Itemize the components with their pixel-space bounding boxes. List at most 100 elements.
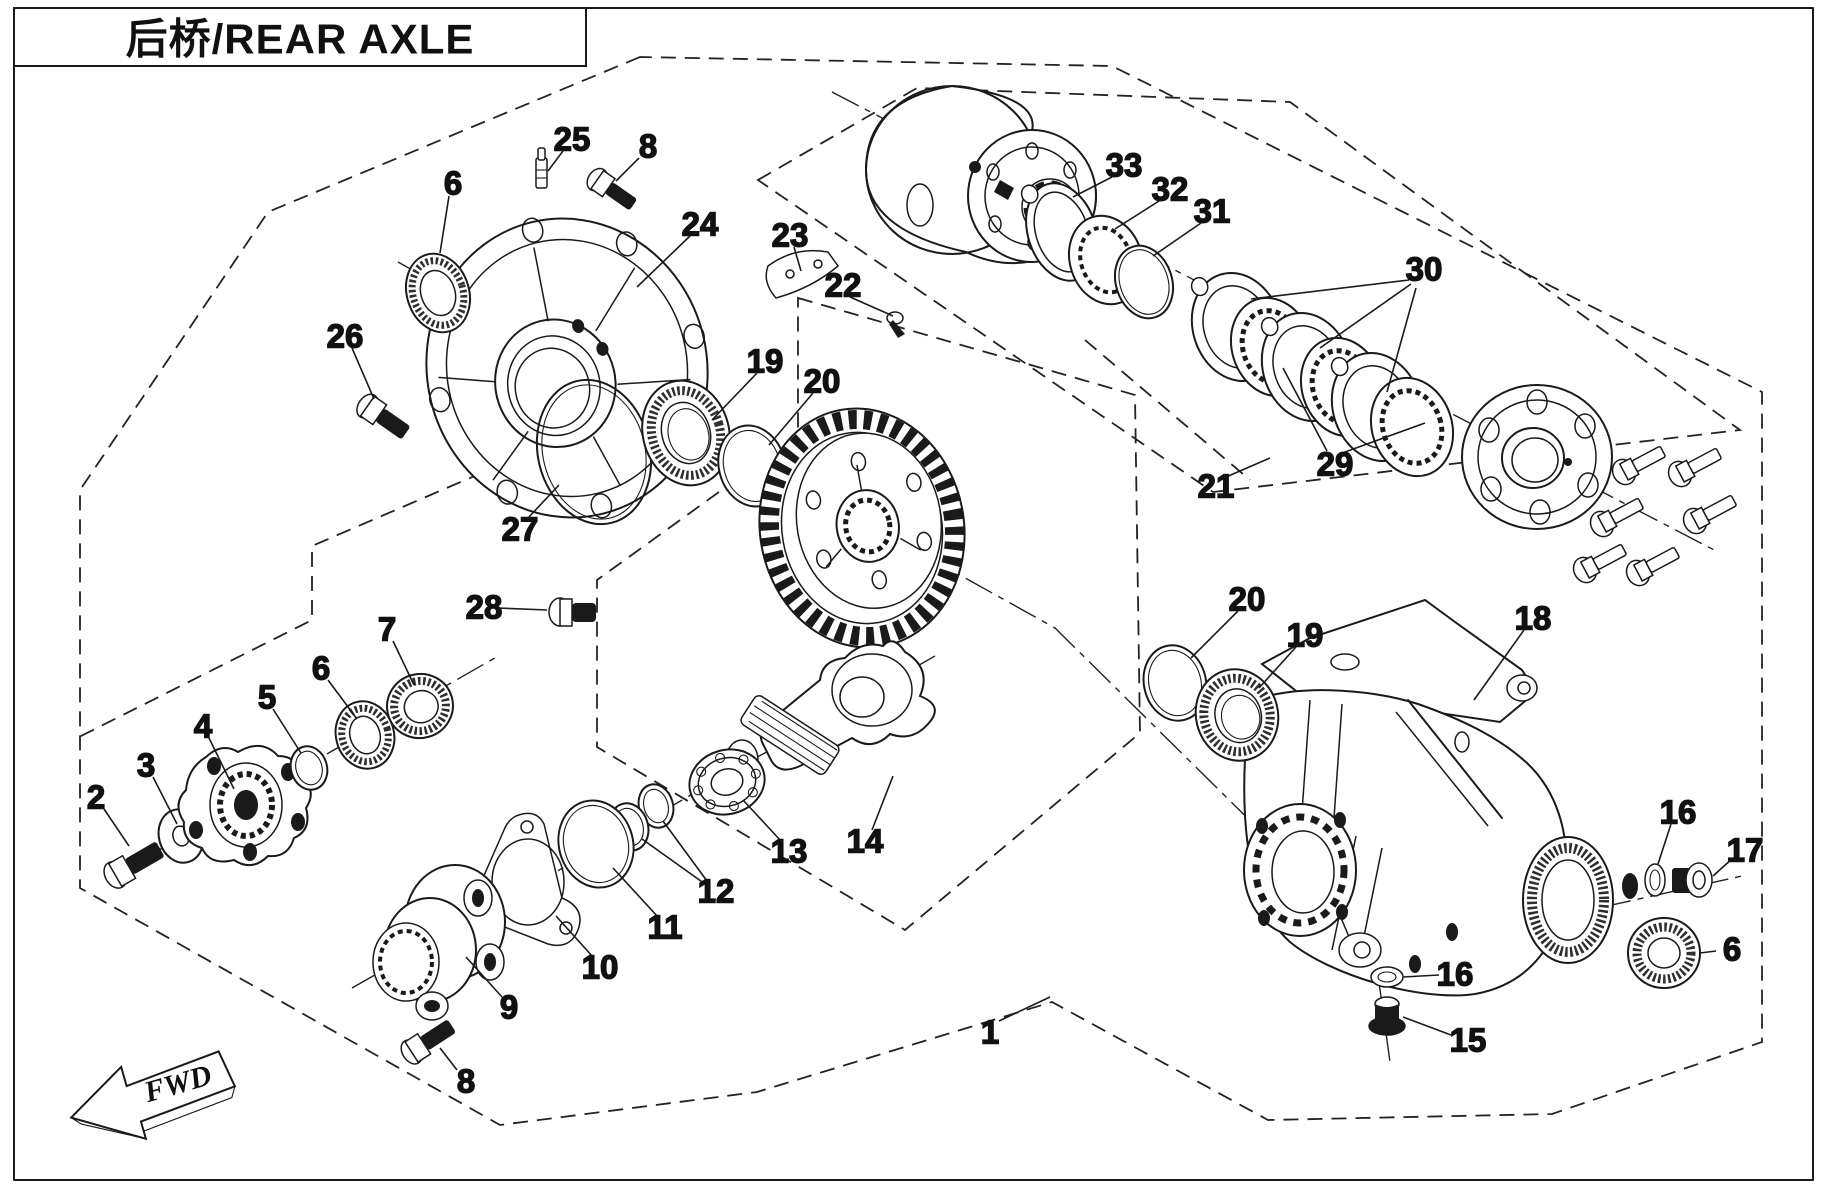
callout-17: 17 [1712,831,1764,877]
callout-16: 16 [1657,793,1697,865]
callout-number-26: 26 [327,318,364,355]
callout-leader-25 [547,150,564,172]
callout-leader-18 [1473,629,1525,701]
callout-number-19: 19 [747,343,784,380]
callout-leader-5 [272,708,302,754]
part-bolt-26 [356,393,410,439]
part-taper-bearing-19-left [641,379,731,487]
callout-4: 4 [193,707,235,790]
outer-boundary [79,56,1763,1126]
callout-leader-20 [768,392,814,446]
callout-number-2: 2 [87,779,105,816]
part-bearing-carrier-9 [372,864,506,1021]
part-gear-housing-18 [1243,598,1638,997]
callout-number-31: 31 [1194,193,1231,230]
callout-6: 6 [311,649,358,720]
part-snap-ring-31 [1114,244,1174,320]
callout-26: 26 [326,317,375,400]
callout-leader-29 [1282,367,1328,452]
callout-number-16: 16 [1660,794,1697,831]
sheet-border [13,7,1814,1181]
callout-number-18: 18 [1515,600,1552,637]
callout-leader-30 [1250,279,1410,300]
part-flange-bolt-2 [103,842,164,889]
callout-leader-31 [1152,222,1202,257]
part-o-ring-5 [289,745,329,791]
callout-16: 16 [1402,955,1474,993]
callout-leader-21 [1225,457,1271,478]
callout-leader-4 [208,737,235,790]
callout-11: 11 [612,867,683,946]
callout-6: 6 [1699,930,1742,968]
callout-leader-6 [439,195,450,254]
callout-7: 7 [377,610,415,686]
callout-number-3: 3 [137,747,155,784]
callout-leader-6 [1699,950,1717,954]
callout-30: 30 [1250,250,1443,393]
part-screw-22 [886,311,905,338]
callout-leader-19 [711,372,758,421]
callout-31: 31 [1152,192,1231,257]
callout-leader-33 [1072,176,1113,198]
callout-leader-27 [527,484,560,519]
callout-number-5: 5 [258,679,276,716]
part-drain-plug-15 [1368,996,1406,1036]
part-washer-16-right [1644,863,1666,897]
callout-32: 32 [1114,170,1189,230]
callout-number-27: 27 [502,511,539,548]
callout-number-30: 30 [1406,251,1443,288]
callout-21: 21 [1197,457,1271,505]
callout-leader-1 [998,996,1051,1022]
callout-23: 23 [771,216,809,272]
callout-number-6: 6 [312,650,330,687]
callout-number-33: 33 [1106,147,1143,184]
callout-9: 9 [465,956,519,1026]
part-bolt-8-top [586,167,637,210]
callout-leader-3 [152,776,178,825]
callout-number-8: 8 [457,1063,475,1100]
callout-8: 8 [439,1047,476,1100]
callout-number-6: 6 [444,165,462,202]
callout-18: 18 [1473,599,1552,701]
callout-leader-19 [1258,646,1297,689]
callout-6: 6 [439,164,463,254]
callout-20: 20 [1190,580,1266,659]
callout-5: 5 [257,678,302,754]
callout-14: 14 [846,775,894,860]
callout-25: 25 [547,120,591,172]
callout-number-20: 20 [1229,581,1266,618]
part-ring-gear [758,407,966,649]
part-oil-seal-6-top [405,252,471,334]
callout-leader-22 [849,296,894,317]
callout-leader-11 [612,867,659,918]
part-taper-bearing-7 [386,672,454,740]
part-clutch-discs [1190,271,1455,478]
callout-leader-16 [1402,974,1440,978]
callout-leader-10 [555,915,594,958]
callout-12: 12 [641,820,735,910]
part-drive-pinion-14 [725,640,936,781]
callout-number-22: 22 [825,267,862,304]
callout-leader-32 [1114,200,1160,230]
part-diff-end-cover [1461,384,1613,530]
callout-number-25: 25 [554,121,591,158]
callout-number-14: 14 [847,823,884,860]
callout-number-12: 12 [698,873,735,910]
callout-leader-16 [1657,823,1672,865]
callout-number-28: 28 [466,589,503,626]
callout-number-6: 6 [1723,931,1741,968]
part-bolt-8-bottom [400,1020,456,1065]
callout-leader-26 [351,347,375,400]
callout-number-8: 8 [639,128,657,165]
callout-number-23: 23 [772,217,809,254]
callout-leader-29 [1344,422,1426,453]
part-o-ring-11 [557,799,635,889]
callout-8: 8 [615,127,658,182]
callout-number-15: 15 [1450,1022,1487,1059]
callout-3: 3 [136,746,178,825]
callout-number-20: 20 [804,363,841,400]
part-lock-plate-23 [765,249,840,299]
callout-number-4: 4 [194,708,213,745]
callout-number-19: 19 [1287,617,1324,654]
callout-leader-23 [793,246,802,272]
